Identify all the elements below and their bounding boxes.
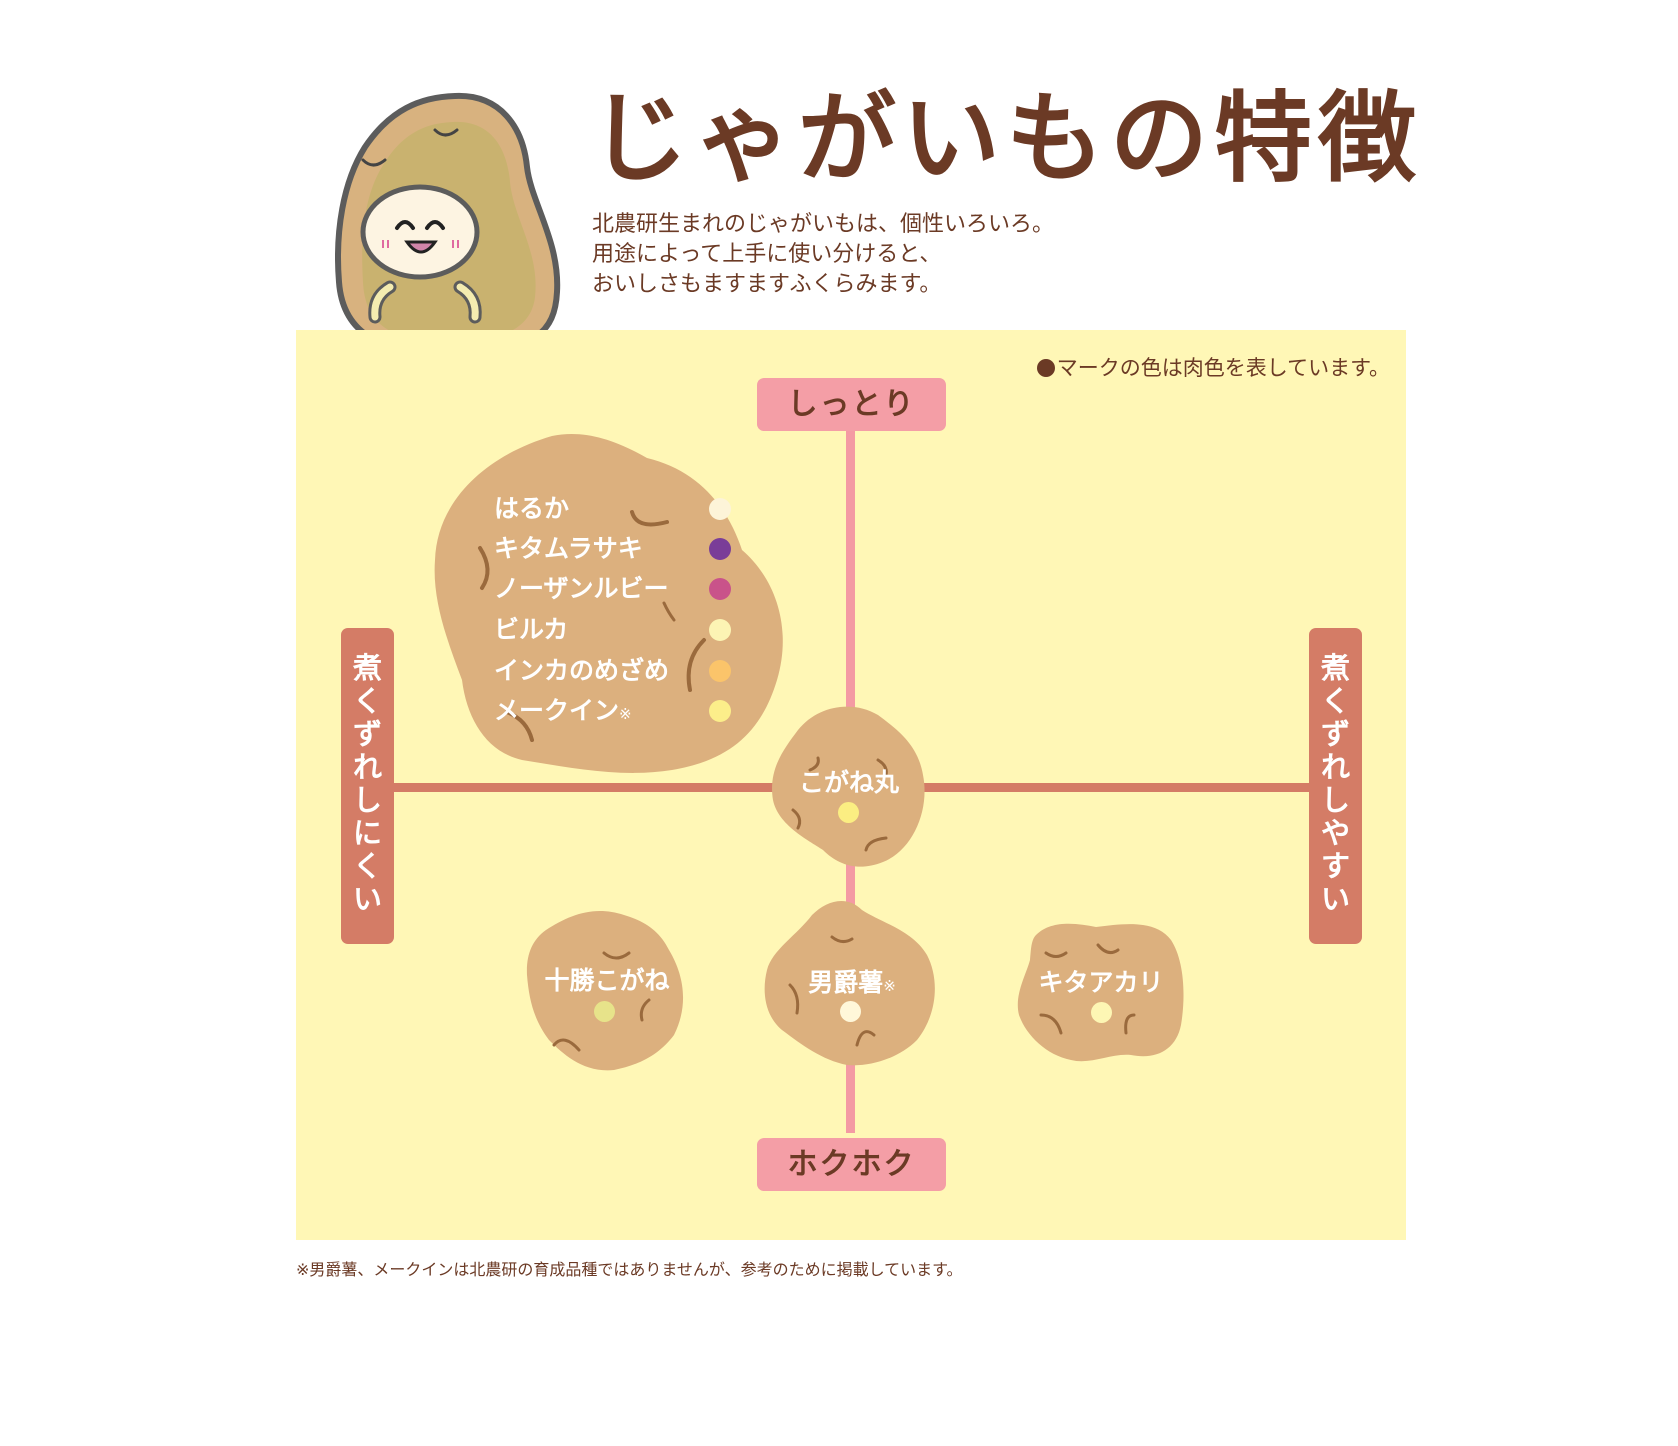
potato-shape-icon: [526, 910, 684, 1071]
axis-label-text: 煮くずれしにくい: [352, 651, 382, 916]
color-note: マークの色は肉色を表しています。: [1036, 352, 1390, 382]
axis-label-moist: しっとり: [757, 378, 946, 431]
flesh-color-dot-icon: [1091, 1002, 1112, 1023]
intro-line: おいしさもますますふくらみます。: [592, 272, 942, 297]
color-note-text: マークの色は肉色を表しています。: [1056, 356, 1390, 380]
characteristics-chart: マークの色は肉色を表しています。 しっとり ホクホク 煮くずれしにくい 煮くずれ…: [296, 330, 1406, 1240]
potato-koganemaru: こがね丸: [768, 700, 930, 872]
list-item: ノーザンルビー: [494, 570, 754, 608]
list-item: キタムラサキ: [494, 530, 754, 568]
flesh-color-dot-icon: [838, 802, 859, 823]
variety-name: はるか: [494, 494, 570, 523]
variety-name: インカのめざめ: [494, 656, 670, 685]
potato-kitaakari: キタアカリ: [1016, 915, 1186, 1065]
potato-tokachikogane: 十勝こがね: [524, 905, 690, 1073]
flesh-color-dot-icon: [709, 700, 731, 722]
variety-legend-list: はるか キタムラサキ ノーザンルビー ビルカ インカのめざめ メークイン※: [494, 490, 754, 730]
axis-label-easy-to-crumble: 煮くずれしやすい: [1309, 628, 1362, 944]
footnote: ※男爵薯、メークインは北農研の育成品種ではありませんが、参考のために掲載していま…: [296, 1260, 963, 1279]
potato-danshaku: 男爵薯※: [762, 895, 942, 1067]
list-item: メークイン※: [494, 692, 754, 730]
flesh-color-dot-icon: [709, 538, 731, 560]
intro-line: 北農研生まれのじゃがいもは、個性いろいろ。: [592, 212, 1055, 237]
variety-name: 男爵薯※: [808, 968, 896, 997]
axis-label-fluffy: ホクホク: [757, 1138, 946, 1191]
variety-name: キタムラサキ: [494, 534, 643, 563]
page-title: じゃがいもの特徴: [590, 82, 1423, 196]
intro-line: 用途によって上手に使い分けると、: [592, 242, 942, 267]
variety-name: こがね丸: [798, 768, 899, 797]
potato-mascot-icon: [335, 92, 565, 358]
potato-group-moist: はるか キタムラサキ ノーザンルビー ビルカ インカのめざめ メークイン※: [432, 430, 792, 776]
flesh-color-dot-icon: [709, 498, 731, 520]
variety-name: ノーザンルビー: [494, 574, 669, 603]
potato-shape-icon: [1017, 923, 1184, 1062]
list-item: はるか: [494, 490, 754, 528]
flesh-color-dot-icon: [840, 1001, 861, 1022]
variety-name: メークイン※: [494, 696, 632, 725]
list-item: ビルカ: [494, 611, 754, 649]
variety-name: ビルカ: [494, 615, 569, 644]
flesh-color-dot-icon: [709, 578, 731, 600]
list-item: インカのめざめ: [494, 652, 754, 690]
flesh-color-dot-icon: [709, 619, 731, 641]
flesh-color-dot-icon: [709, 660, 731, 682]
variety-name: キタアカリ: [1038, 968, 1164, 997]
bullet-dot-icon: [1036, 359, 1055, 377]
potato-shape-icon: [434, 434, 783, 773]
flesh-color-dot-icon: [594, 1001, 615, 1022]
axis-label-text: 煮くずれしやすい: [1320, 651, 1350, 916]
variety-name: 十勝こがね: [544, 966, 670, 995]
potato-shape-icon: [764, 900, 935, 1066]
intro-text: 北農研生まれのじゃがいもは、個性いろいろ。 用途によって上手に使い分けると、 お…: [592, 210, 1054, 300]
axis-label-hard-to-crumble: 煮くずれしにくい: [341, 628, 394, 944]
potato-shape-icon: [772, 706, 925, 867]
